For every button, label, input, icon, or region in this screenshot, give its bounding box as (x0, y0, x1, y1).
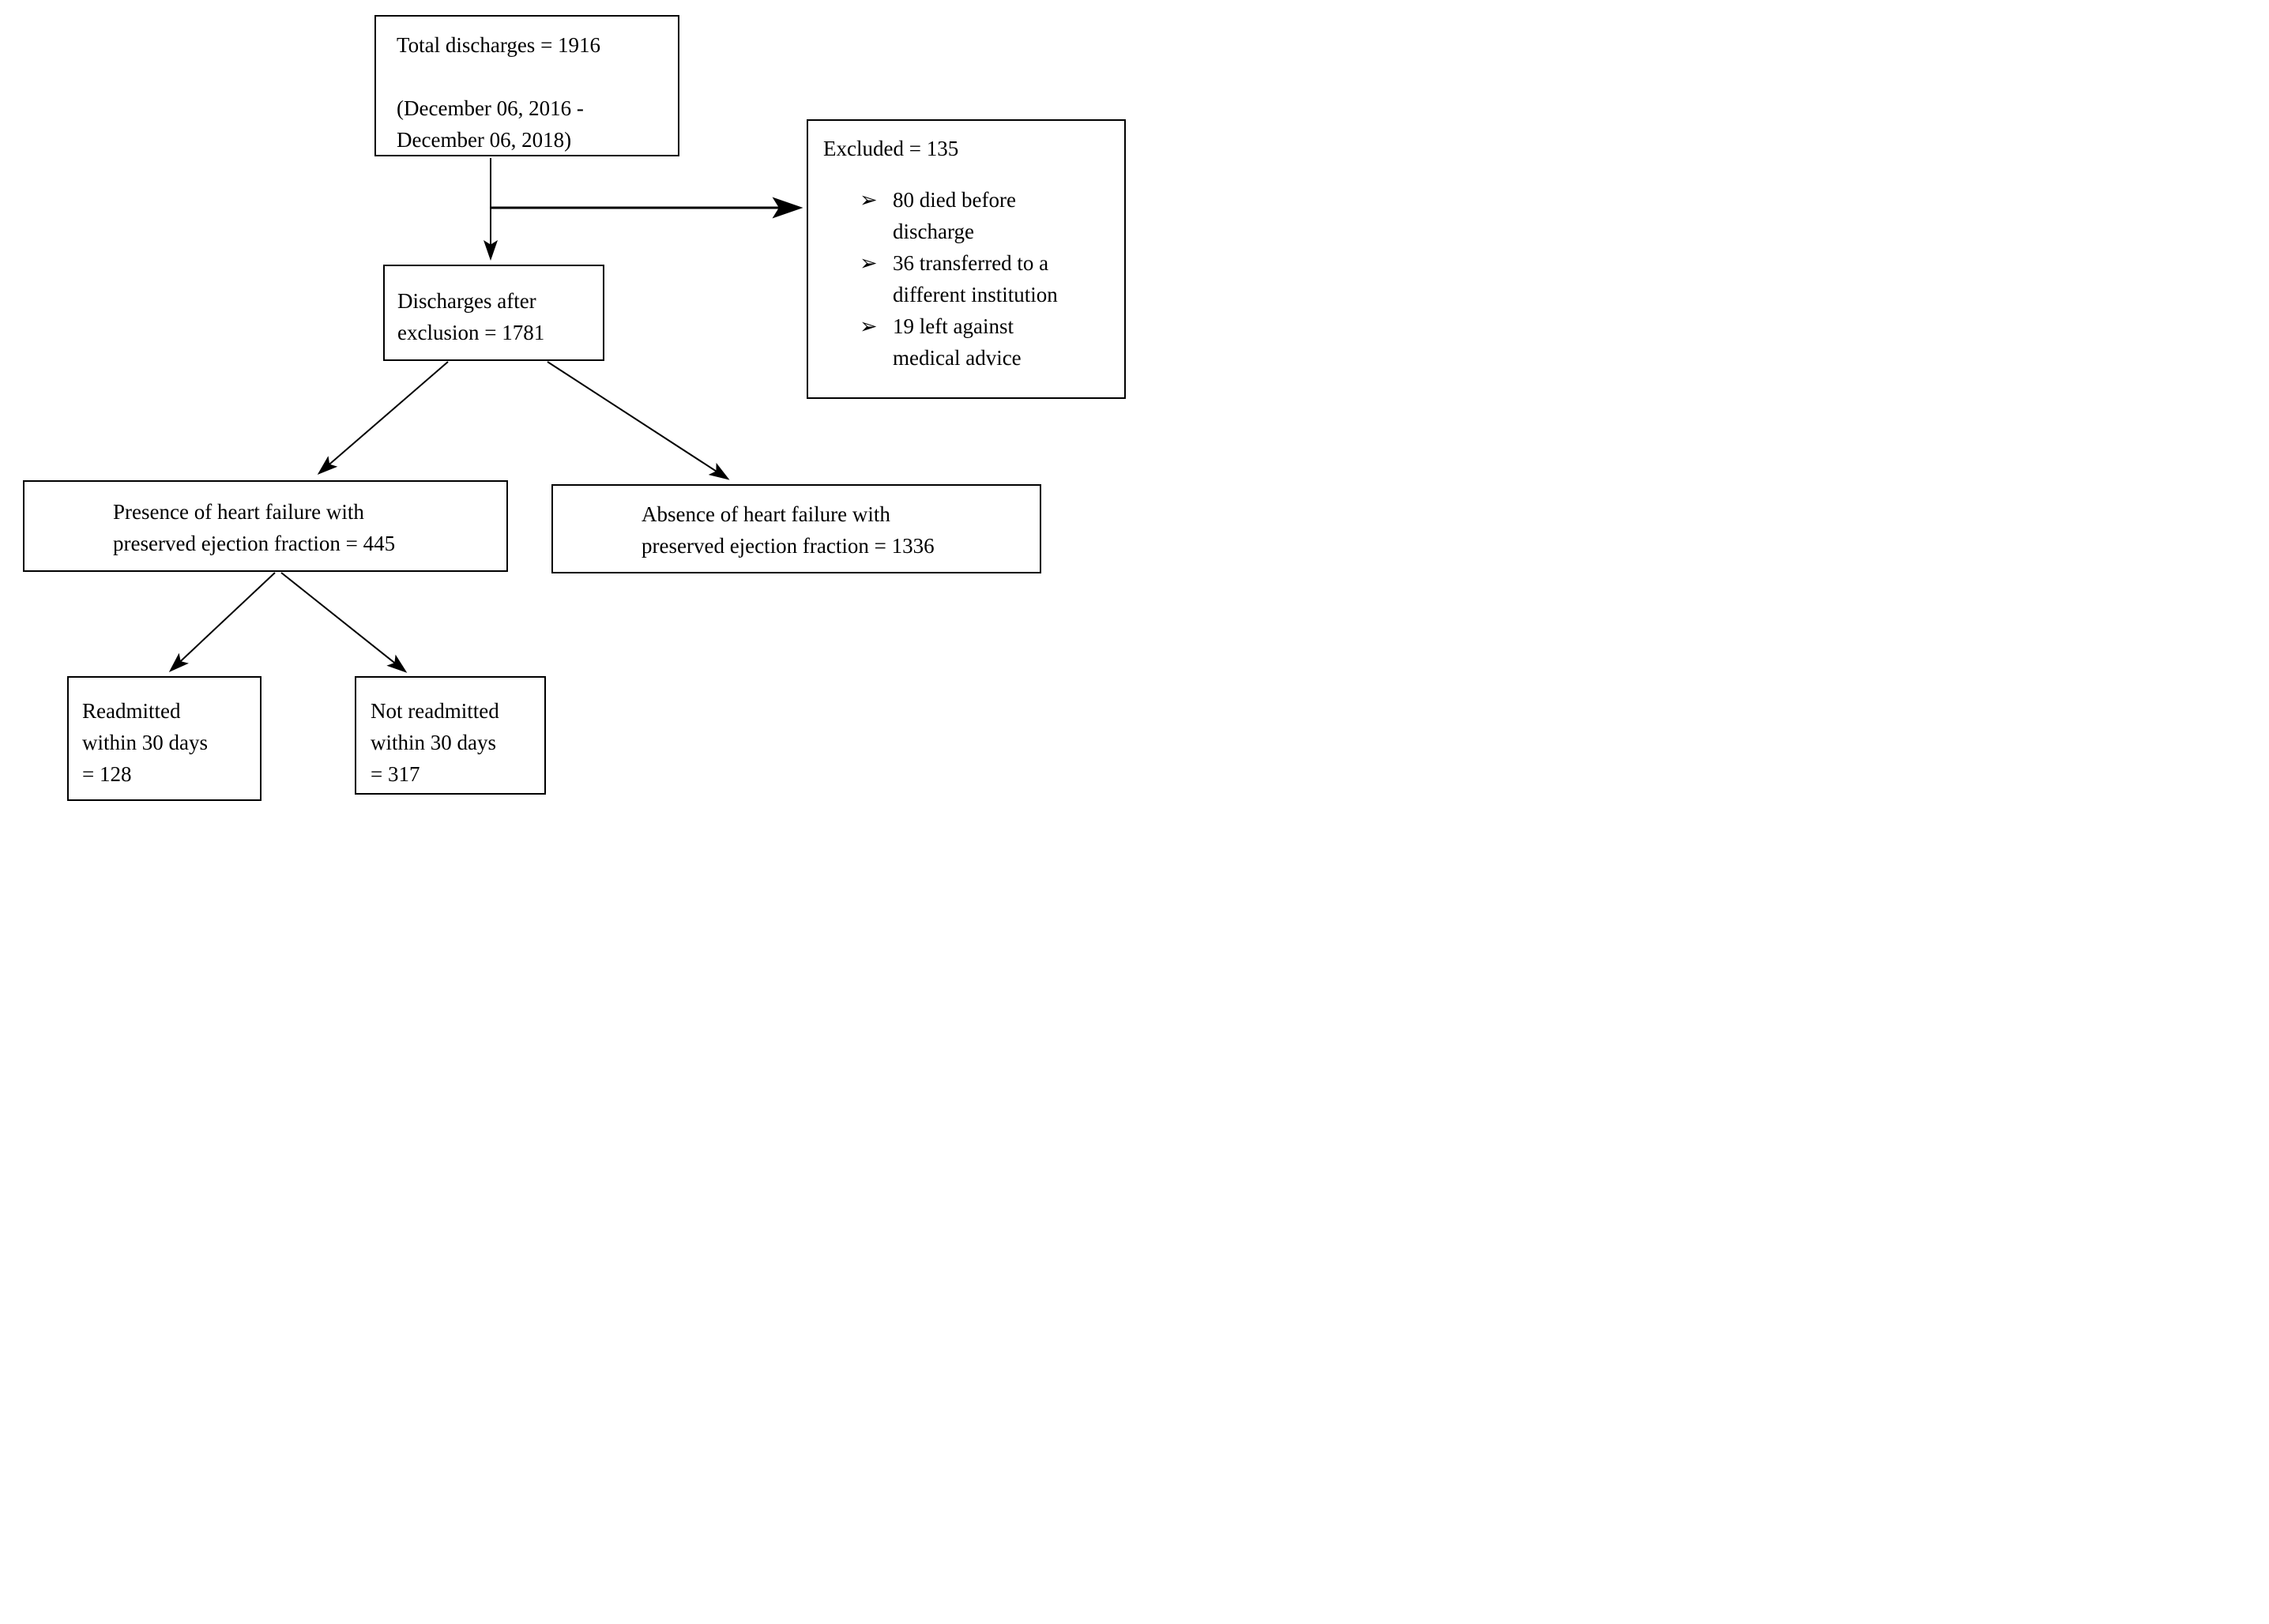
bullet-arrowhead-icon: ➢ (860, 251, 878, 275)
flow-node-hfpef-absence: Absence of heart failure with preserved … (551, 484, 1041, 573)
readmitted-line-3: = 128 (82, 762, 132, 786)
total-discharges-value: Total discharges = 1916 (397, 33, 601, 57)
hfpef-absence-line-2: preserved ejection fraction = 1336 (642, 534, 935, 558)
readmitted-line-1: Readmitted (82, 699, 181, 723)
list-item: ➢ 19 left against medical advice (823, 310, 1119, 374)
readmitted-line-2: within 30 days (82, 731, 208, 754)
flow-node-discharges-after-exclusion: Discharges after exclusion = 1781 (383, 265, 604, 361)
flow-node-total-discharges: Total discharges = 1916 (December 06, 20… (374, 15, 679, 156)
patient-flow-diagram: Total discharges = 1916 (December 06, 20… (0, 0, 1134, 812)
hfpef-presence-line-1: Presence of heart failure with (113, 500, 364, 524)
list-item: ➢ 80 died before discharge (823, 184, 1119, 247)
excluded-reasons-list: ➢ 80 died before discharge ➢ 36 transfer… (823, 184, 1119, 374)
not-readmitted-line-1: Not readmitted (371, 699, 499, 723)
date-range-line-1: (December 06, 2016 - (397, 96, 584, 120)
arrow-after-exclusion-to-presence (317, 361, 449, 475)
after-exclusion-line-2: exclusion = 1781 (397, 321, 545, 344)
excluded-reason-left-ama: 19 left against medical advice (893, 314, 1022, 370)
arrow-after-exclusion-to-absence (547, 361, 730, 480)
not-readmitted-line-3: = 317 (371, 762, 420, 786)
bullet-arrowhead-icon: ➢ (860, 314, 878, 338)
spacer-line (397, 61, 672, 92)
bullet-arrowhead-icon: ➢ (860, 188, 878, 212)
hfpef-absence-line-1: Absence of heart failure with (642, 502, 890, 526)
excluded-title: Excluded = 135 (823, 137, 959, 160)
flow-node-hfpef-presence: Presence of heart failure with preserved… (23, 480, 508, 572)
excluded-reason-died: 80 died before discharge (893, 188, 1016, 243)
excluded-reason-transferred: 36 transferred to a different institutio… (893, 251, 1058, 306)
not-readmitted-line-2: within 30 days (371, 731, 496, 754)
hfpef-presence-line-2: preserved ejection fraction = 445 (113, 532, 396, 555)
arrow-presence-to-readmitted (168, 572, 276, 673)
list-item: ➢ 36 transferred to a different institut… (823, 247, 1119, 310)
arrow-presence-to-not-readmitted (280, 572, 408, 673)
flow-node-not-readmitted: Not readmitted within 30 days = 317 (355, 676, 546, 795)
flow-node-excluded: Excluded = 135 ➢ 80 died before discharg… (807, 119, 1126, 399)
after-exclusion-line-1: Discharges after (397, 289, 536, 313)
date-range-line-2: December 06, 2018) (397, 128, 572, 152)
flow-node-readmitted: Readmitted within 30 days = 128 (67, 676, 262, 801)
